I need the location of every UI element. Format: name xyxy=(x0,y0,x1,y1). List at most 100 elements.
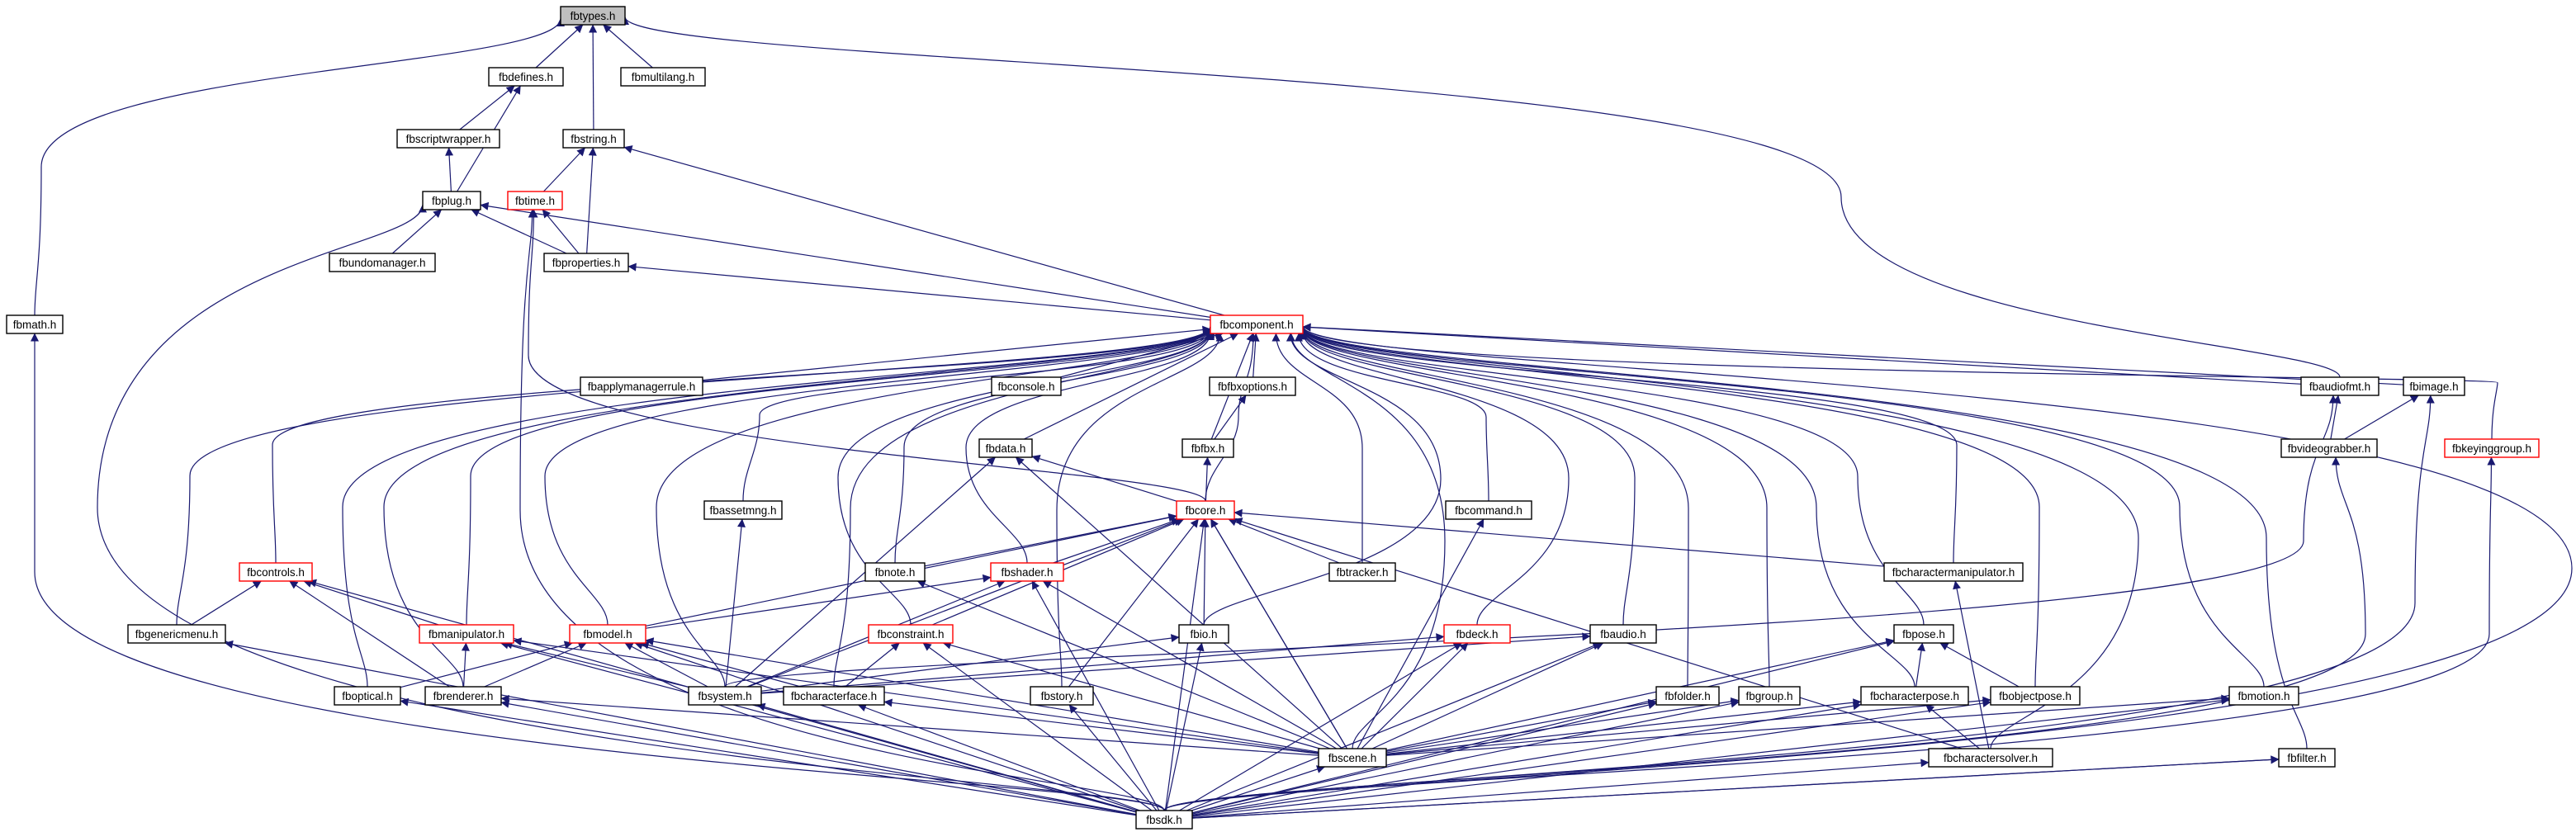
node-fbconsole[interactable]: fbconsole.h xyxy=(991,376,1062,396)
node-label: fbmath.h xyxy=(13,319,57,331)
node-label: fbcommand.h xyxy=(1455,504,1522,517)
node-fbmultilang[interactable]: fbmultilang.h xyxy=(620,67,706,87)
node-fbstring[interactable]: fbstring.h xyxy=(562,129,625,149)
node-fbcore[interactable]: fbcore.h xyxy=(1176,500,1235,520)
node-box xyxy=(2300,376,2379,396)
node-fbgenericmenu[interactable]: fbgenericmenu.h xyxy=(127,624,226,644)
node-fbassetmng[interactable]: fbassetmng.h xyxy=(703,500,783,520)
node-fbpose[interactable]: fbpose.h xyxy=(1893,624,1954,644)
node-label: fbtime.h xyxy=(515,195,555,207)
edge-fbproperties-to-fbtime xyxy=(542,209,580,254)
node-fbgroup[interactable]: fbgroup.h xyxy=(1738,686,1801,706)
node-fbtracker[interactable]: fbtracker.h xyxy=(1328,562,1396,582)
edge-fbsdk-to-fbfilter xyxy=(1191,755,2280,819)
node-fbtypes[interactable]: fbtypes.h xyxy=(560,6,626,26)
node-label: fbconsole.h xyxy=(997,381,1054,393)
node-fbrenderer[interactable]: fbrenderer.h xyxy=(424,686,502,706)
node-fbmodel[interactable]: fbmodel.h xyxy=(569,624,646,644)
edge-fbrenderer-to-fbmanipulator xyxy=(461,642,470,688)
edge-fbgenericmenu-to-fbcontrols xyxy=(191,580,262,626)
node-fbcharacterpose[interactable]: fbcharacterpose.h xyxy=(1860,686,1969,706)
edge-fbapplymanagerrule-to-fbcomponent xyxy=(702,325,1211,381)
node-label: fbfolder.h xyxy=(1664,690,1711,702)
node-fbfolder[interactable]: fbfolder.h xyxy=(1655,686,1720,706)
node-fbio[interactable]: fbio.h xyxy=(1178,624,1229,644)
edge-fbcommand-to-fbcomponent xyxy=(1295,333,1489,502)
node-fbsdk[interactable]: fbsdk.h xyxy=(1135,810,1193,830)
node-fbcommand[interactable]: fbcommand.h xyxy=(1445,500,1532,520)
node-fbmath[interactable]: fbmath.h xyxy=(6,314,64,334)
edge-fbobjectpose-to-fbcomponent xyxy=(1299,327,2040,688)
node-fboptical[interactable]: fboptical.h xyxy=(334,686,401,706)
node-fbaudiofmt[interactable]: fbaudiofmt.h xyxy=(2300,376,2379,396)
node-fbapplymanagerrule[interactable]: fbapplymanagerrule.h xyxy=(580,376,703,396)
node-fbscene[interactable]: fbscene.h xyxy=(1318,748,1387,768)
node-fbscriptwrapper[interactable]: fbscriptwrapper.h xyxy=(396,129,500,149)
node-box xyxy=(488,67,564,87)
edge-fbsdk-to-fbpose xyxy=(1191,639,1895,814)
node-label: fbscene.h xyxy=(1328,752,1377,764)
node-fbplug[interactable]: fbplug.h xyxy=(422,191,481,210)
node-fbundomanager[interactable]: fbundomanager.h xyxy=(329,253,436,272)
node-box xyxy=(1181,438,1234,458)
edge-fbsdk-to-fbmotion xyxy=(1191,696,2230,817)
node-label: fbcharactermanipulator.h xyxy=(1892,566,2015,579)
node-label: fbcharacterpose.h xyxy=(1870,690,1959,702)
node-fbcharactersolver[interactable]: fbcharactersolver.h xyxy=(1928,748,2053,768)
edge-fbscriptwrapper-to-fbdefines xyxy=(459,85,515,130)
node-fbcharacterface[interactable]: fbcharacterface.h xyxy=(783,686,885,706)
edge-fbscene-to-fbnote xyxy=(916,579,1331,749)
node-box xyxy=(2228,686,2299,706)
edge-fbsdk-to-fbmath xyxy=(31,333,1165,811)
node-box xyxy=(329,253,436,272)
node-fbcharactermanipulator[interactable]: fbcharactermanipulator.h xyxy=(1883,562,2024,582)
node-fbfilter[interactable]: fbfilter.h xyxy=(2278,748,2336,768)
edge-fbsdk-to-fbimage xyxy=(1163,395,2435,811)
node-fbdefines[interactable]: fbdefines.h xyxy=(488,67,564,87)
edge-fbcharacterface-to-fbcomponent xyxy=(833,329,1215,688)
node-fbfbx[interactable]: fbfbx.h xyxy=(1181,438,1234,458)
node-fbproperties[interactable]: fbproperties.h xyxy=(543,253,629,272)
node-fbsystem[interactable]: fbsystem.h xyxy=(688,686,762,706)
edge-fbscene-to-fbmotion xyxy=(1385,694,2230,756)
node-fbcontrols[interactable]: fbcontrols.h xyxy=(239,562,313,582)
node-fbdeck[interactable]: fbdeck.h xyxy=(1443,624,1511,644)
edge-fbstory-to-fbcomponent xyxy=(1056,333,1224,688)
node-fbcomponent[interactable]: fbcomponent.h xyxy=(1210,314,1304,334)
node-label: fbfilter.h xyxy=(2287,752,2326,764)
node-fbkeyinggroup[interactable]: fbkeyinggroup.h xyxy=(2444,438,2540,458)
node-fbconstraint[interactable]: fbconstraint.h xyxy=(868,624,954,644)
node-label: fbundomanager.h xyxy=(339,257,425,269)
node-fbfbxoptions[interactable]: fbfbxoptions.h xyxy=(1209,376,1296,396)
node-fbobjectpose[interactable]: fbobjectpose.h xyxy=(1990,686,2081,706)
node-box xyxy=(1928,748,2053,768)
node-fbaudio[interactable]: fbaudio.h xyxy=(1589,624,1657,644)
node-fbtime[interactable]: fbtime.h xyxy=(507,191,563,210)
node-box xyxy=(334,686,401,706)
edge-fbsystem-to-fbmanipulator xyxy=(504,641,689,688)
node-fbstory[interactable]: fbstory.h xyxy=(1030,686,1094,706)
edge-fbsdk-to-fbobjectpose xyxy=(1191,699,1991,816)
node-box xyxy=(1318,748,1387,768)
node-fbnote[interactable]: fbnote.h xyxy=(864,562,926,582)
node-fbvideograbber[interactable]: fbvideograbber.h xyxy=(2280,438,2378,458)
node-box xyxy=(562,129,625,149)
edge-fbsystem-to-fbaudio xyxy=(760,632,1591,694)
node-fbshader[interactable]: fbshader.h xyxy=(990,562,1064,582)
node-box xyxy=(1589,624,1657,644)
edge-fbmanipulator-to-fbcontrols xyxy=(303,579,439,626)
edge-fbmotion-to-fbcomponent xyxy=(1299,326,2265,688)
edge-fbcharacterpose-to-fbcomponent xyxy=(1299,328,1915,688)
node-label: fbfbxoptions.h xyxy=(1218,381,1287,393)
edge-fbsdk-to-fboptical xyxy=(400,697,1137,816)
node-box xyxy=(6,314,64,334)
node-label: fbcomponent.h xyxy=(1219,319,1293,331)
edge-fbtracker-to-fbcore xyxy=(1228,518,1340,564)
edge-fbsdk-to-fbtime xyxy=(519,209,1165,811)
file-nodes: fbtypes.h fbdefines.h fbmultilang.h fbscrip… xyxy=(6,6,2540,830)
edge-fbscene-to-fbmodel xyxy=(645,637,1319,753)
node-fbimage[interactable]: fbimage.h xyxy=(2403,376,2465,396)
node-fbmotion[interactable]: fbmotion.h xyxy=(2228,686,2299,706)
node-fbmanipulator[interactable]: fbmanipulator.h xyxy=(419,624,514,644)
node-fbdata[interactable]: fbdata.h xyxy=(978,438,1033,458)
